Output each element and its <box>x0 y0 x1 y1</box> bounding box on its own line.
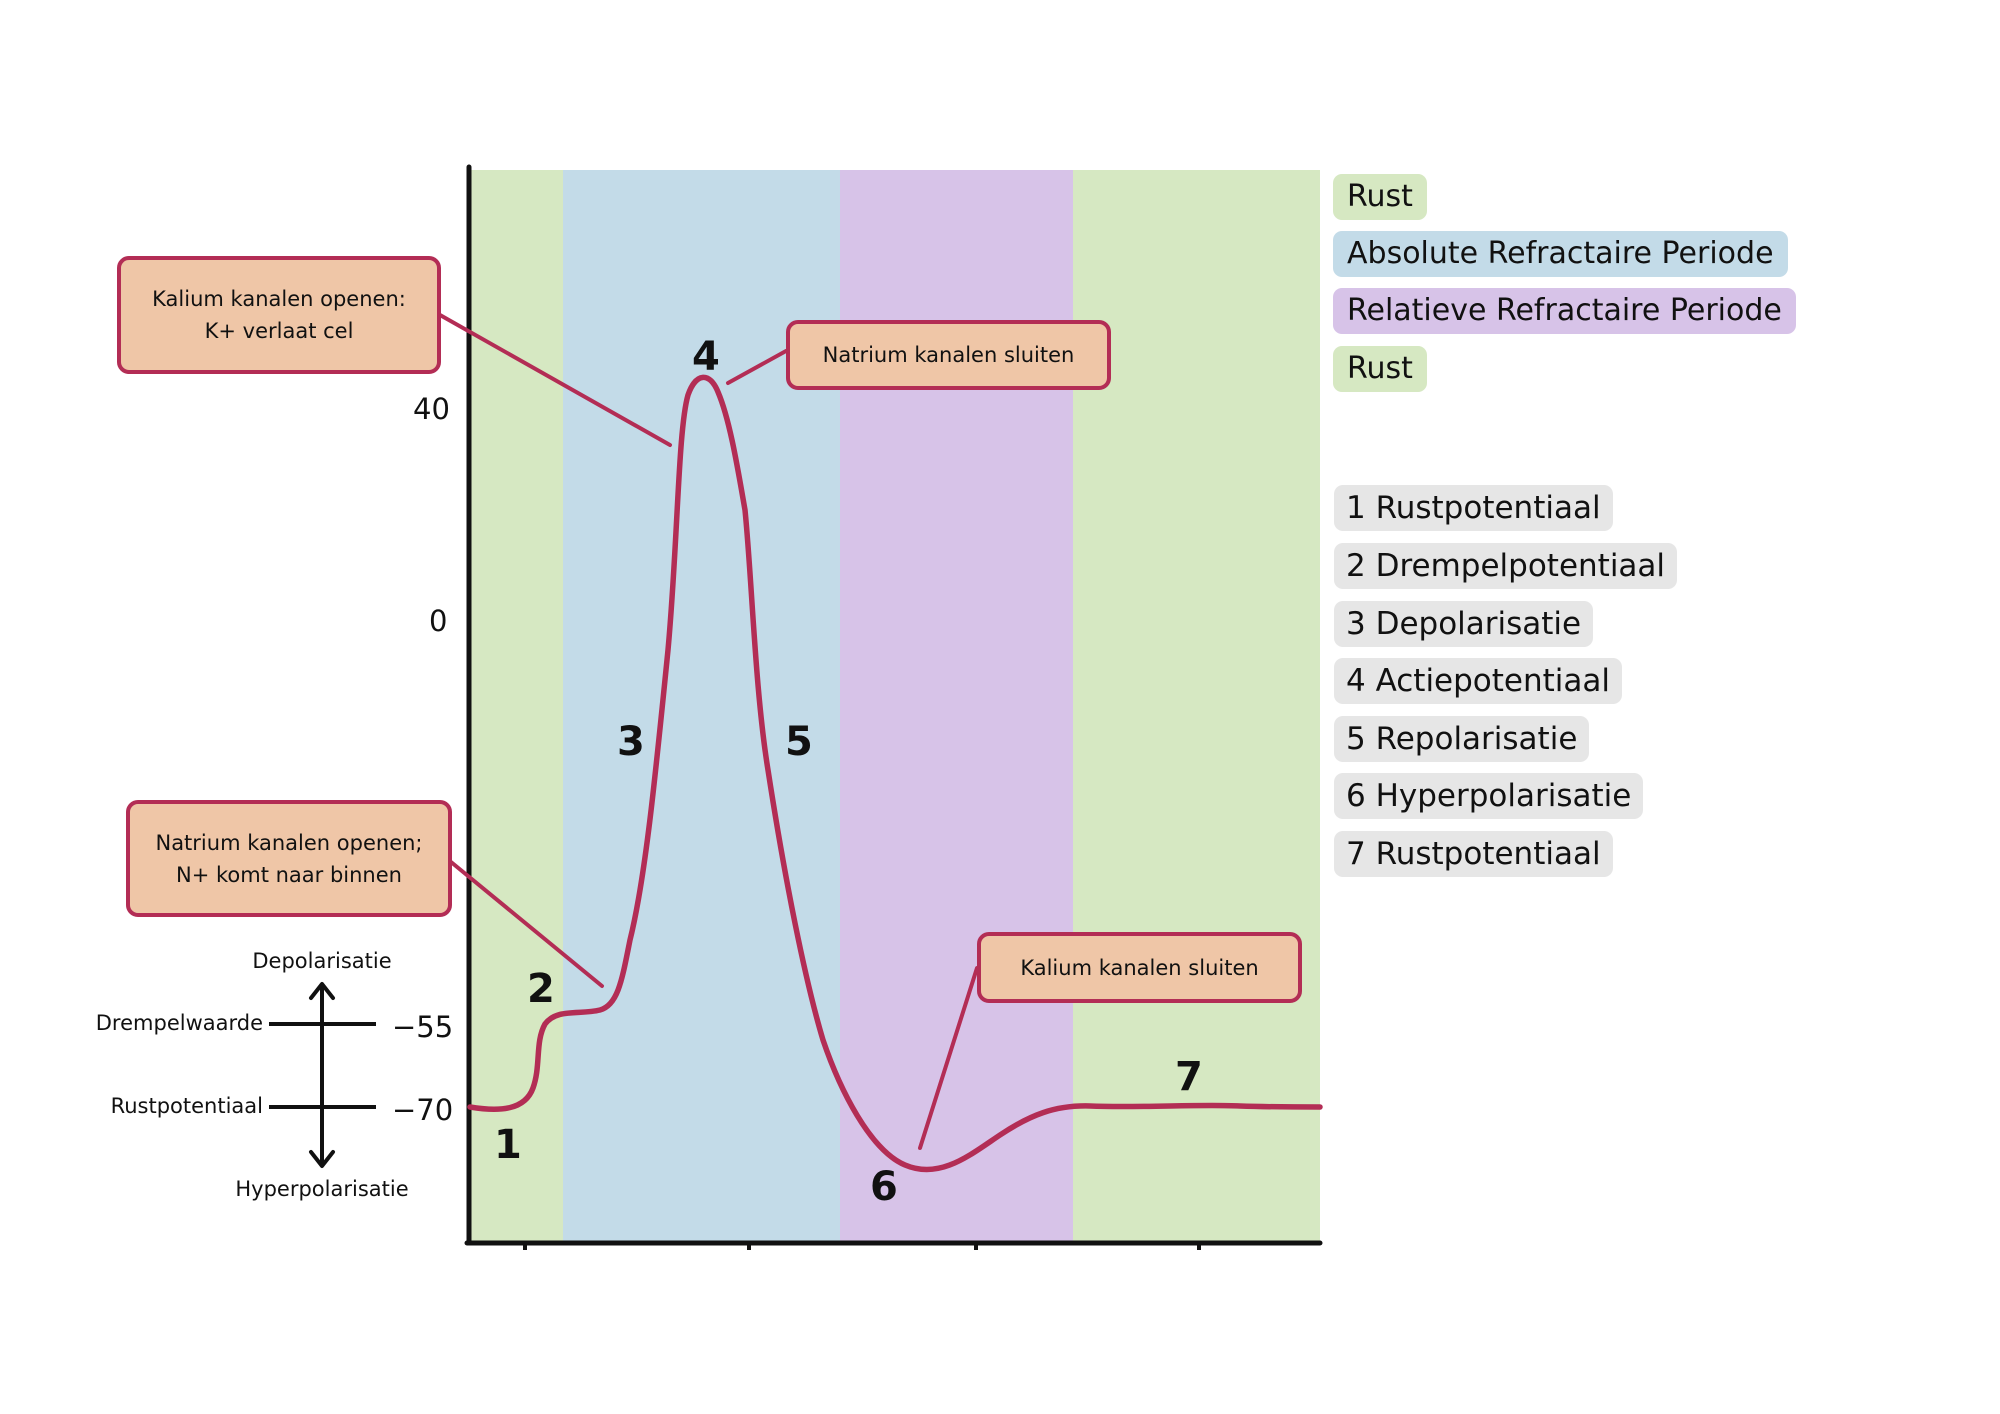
band-rest-1 <box>470 170 563 1243</box>
stage-number-4: 4 <box>692 334 720 380</box>
stage-number-6: 6 <box>870 1164 898 1210</box>
threshold-label: Drempelwaarde <box>96 1011 263 1035</box>
phase-item-6: 6 Hyperpolarisatie <box>1334 773 1644 819</box>
callout-line: Natrium kanalen openen; <box>155 830 423 855</box>
callout-line: N+ komt naar binnen <box>176 862 402 887</box>
y-label-0: 0 <box>429 604 447 638</box>
legend-rest-1: Rust <box>1333 174 1427 220</box>
connector-sodium-close <box>726 349 788 385</box>
callout-sodium-close: Natrium kanalen sluiten <box>786 320 1111 390</box>
legend-absolute-refractory: Absolute Refractaire Periode <box>1333 231 1788 277</box>
connector-sodium-open <box>449 860 604 988</box>
stage-number-5: 5 <box>785 719 813 765</box>
connector-potassium-close <box>918 966 979 1150</box>
stage-number-3: 3 <box>617 719 645 765</box>
callout-line: Natrium kanalen sluiten <box>822 343 1075 367</box>
phase-item-5: 5 Repolarisatie <box>1334 716 1590 762</box>
phase-item-2: 2 Drempelpotentiaal <box>1334 543 1678 589</box>
rest-label: Rustpotentiaal <box>111 1094 263 1118</box>
legend-rest-2: Rust <box>1333 346 1427 392</box>
callout-sodium-open: Natrium kanalen openen; N+ komt naar bin… <box>126 800 452 917</box>
callout-potassium-open: Kalium kanalen openen: K+ verlaat cel <box>117 256 441 374</box>
phase-item-1: 1 Rustpotentiaal <box>1334 485 1613 531</box>
stage-number-7: 7 <box>1175 1054 1203 1100</box>
scale-bottom-label: Hyperpolarisatie <box>235 1177 408 1201</box>
scale-top-label: Depolarisatie <box>252 949 391 973</box>
phase-item-3: 3 Depolarisatie <box>1334 601 1594 647</box>
connector-potassium-open <box>438 313 672 447</box>
phase-item-4: 4 Actiepotentiaal <box>1334 658 1623 704</box>
stage-number-2: 2 <box>527 966 555 1012</box>
arrow-down-icon <box>309 1150 335 1168</box>
callout-line: Kalium kanalen openen: <box>152 287 406 311</box>
membrane-scale: Depolarisatie Hyperpolarisatie Drempelwa… <box>96 949 453 1201</box>
callout-potassium-close: Kalium kanalen sluiten <box>977 932 1302 1003</box>
phase-item-7: 7 Rustpotentiaal <box>1334 831 1613 877</box>
threshold-value: −55 <box>392 1010 453 1044</box>
action-potential-curve <box>467 374 1323 1173</box>
rest-value: −70 <box>392 1093 453 1127</box>
callout-line: K+ verlaat cel <box>204 319 354 343</box>
legend-relative-refractory: Relatieve Refractaire Periode <box>1333 288 1796 334</box>
callout-line: Kalium kanalen sluiten <box>1020 955 1259 980</box>
arrow-up-icon <box>309 982 335 1000</box>
stage-number-1: 1 <box>494 1122 522 1168</box>
band-rest-2 <box>1073 170 1320 1243</box>
y-label-40: 40 <box>413 392 450 426</box>
